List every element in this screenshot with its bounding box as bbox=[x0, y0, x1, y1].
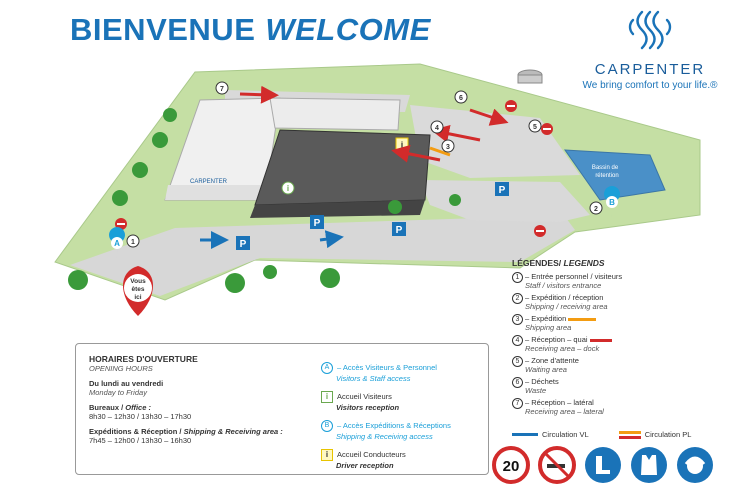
safety-boots-icon bbox=[585, 447, 621, 483]
legend-title: LÉGENDES/ LEGENDS bbox=[512, 258, 605, 268]
parking-signs: P P P P bbox=[236, 182, 509, 250]
svg-text:A: A bbox=[114, 239, 120, 248]
svg-text:20: 20 bbox=[503, 458, 520, 475]
brand-block: CARPENTER We bring comfort to your life.… bbox=[555, 8, 745, 91]
access-b-icon: B bbox=[321, 420, 333, 432]
basin-label-2: rétention bbox=[595, 173, 618, 179]
vl-arrow-icon bbox=[512, 433, 538, 436]
title-french: BIENVENUE bbox=[70, 12, 256, 47]
hours-left: HORAIRES D'OUVERTURE OPENING HOURS Du lu… bbox=[89, 354, 309, 445]
svg-text:i: i bbox=[401, 140, 404, 150]
svg-text:1: 1 bbox=[131, 239, 135, 246]
svg-text:B: B bbox=[609, 198, 615, 207]
svg-text:P: P bbox=[240, 239, 247, 250]
access-b: B– Accès Expéditions & Réceptions Shippi… bbox=[321, 420, 486, 441]
shipping-arrow-icon bbox=[568, 317, 597, 321]
entrance-markers: A B bbox=[109, 186, 621, 258]
main-road bbox=[70, 210, 575, 296]
visitor-info-icon: i bbox=[321, 391, 333, 403]
north-building bbox=[269, 97, 401, 131]
office-facade bbox=[165, 185, 265, 200]
site-map: Bassin de rétention CARPENTER P P P P i … bbox=[54, 63, 701, 316]
svg-text:2: 2 bbox=[594, 206, 598, 213]
svg-text:3: 3 bbox=[446, 144, 450, 151]
no-entry-signs bbox=[115, 100, 553, 237]
svg-text:i: i bbox=[287, 184, 289, 193]
svg-text:6: 6 bbox=[459, 95, 463, 102]
hours-right: A– Accès Visiteurs & Personnel Visitors … bbox=[321, 362, 486, 470]
circulation-legend: Circulation VL Circulation PL bbox=[512, 430, 742, 439]
opening-hours-box: HORAIRES D'OUVERTURE OPENING HOURS Du lu… bbox=[75, 343, 489, 475]
truck-parking bbox=[420, 180, 590, 222]
title-english: WELCOME bbox=[265, 12, 431, 47]
warehouse-facade bbox=[250, 200, 425, 218]
svg-text:4: 4 bbox=[435, 125, 439, 132]
hours-title: HORAIRES D'OUVERTURE bbox=[89, 354, 198, 364]
svg-text:Vous: Vous bbox=[130, 278, 146, 285]
visitor-info-sign bbox=[281, 181, 295, 195]
svg-text:P: P bbox=[499, 185, 506, 196]
svg-text:P: P bbox=[314, 218, 321, 229]
driver-info-icon: i bbox=[321, 449, 333, 461]
carpenter-logo-icon bbox=[628, 10, 672, 50]
svg-text:5: 5 bbox=[533, 124, 537, 131]
legend: LÉGENDES/ LEGENDS 1 – Entrée personnel /… bbox=[512, 258, 742, 439]
hearing-protection-icon bbox=[677, 447, 713, 483]
svg-text:ici: ici bbox=[134, 294, 141, 301]
receiving-arrow-icon bbox=[589, 338, 612, 342]
access-a-icon: A bbox=[321, 362, 333, 374]
hours-subtitle: OPENING HOURS bbox=[89, 364, 153, 373]
safety-vest-icon bbox=[631, 447, 667, 483]
trees bbox=[68, 108, 461, 293]
brand-name: CARPENTER bbox=[594, 61, 706, 78]
basin-label-1: Bassin de bbox=[592, 165, 619, 171]
legend-item: 3 – Expédition Shipping area bbox=[512, 314, 742, 332]
page-title: BIENVENUE WELCOME bbox=[70, 12, 431, 48]
no-smoking-icon bbox=[538, 446, 576, 484]
building-label: CARPENTER bbox=[190, 179, 228, 185]
numbered-markers: 1 2 3 4 5 6 7 bbox=[126, 81, 603, 248]
you-are-here-marker: Vous êtes ici bbox=[123, 266, 153, 316]
svg-text:êtes: êtes bbox=[131, 286, 144, 293]
legend-item: 4 – Réception – quai Receiving area – do… bbox=[512, 335, 742, 353]
speed-limit-icon: 20 bbox=[492, 446, 530, 484]
safety-signs: 20 bbox=[492, 446, 714, 484]
access-a: A– Accès Visiteurs & Personnel Visitors … bbox=[321, 362, 486, 383]
svg-text:7: 7 bbox=[220, 86, 224, 93]
brand-slogan: We bring comfort to your life.® bbox=[582, 80, 718, 91]
pl-arrow-icon bbox=[618, 430, 641, 439]
svg-text:P: P bbox=[396, 225, 403, 236]
water-tank bbox=[517, 69, 543, 84]
traffic-arrows bbox=[200, 85, 509, 249]
retention-basin bbox=[563, 149, 666, 201]
